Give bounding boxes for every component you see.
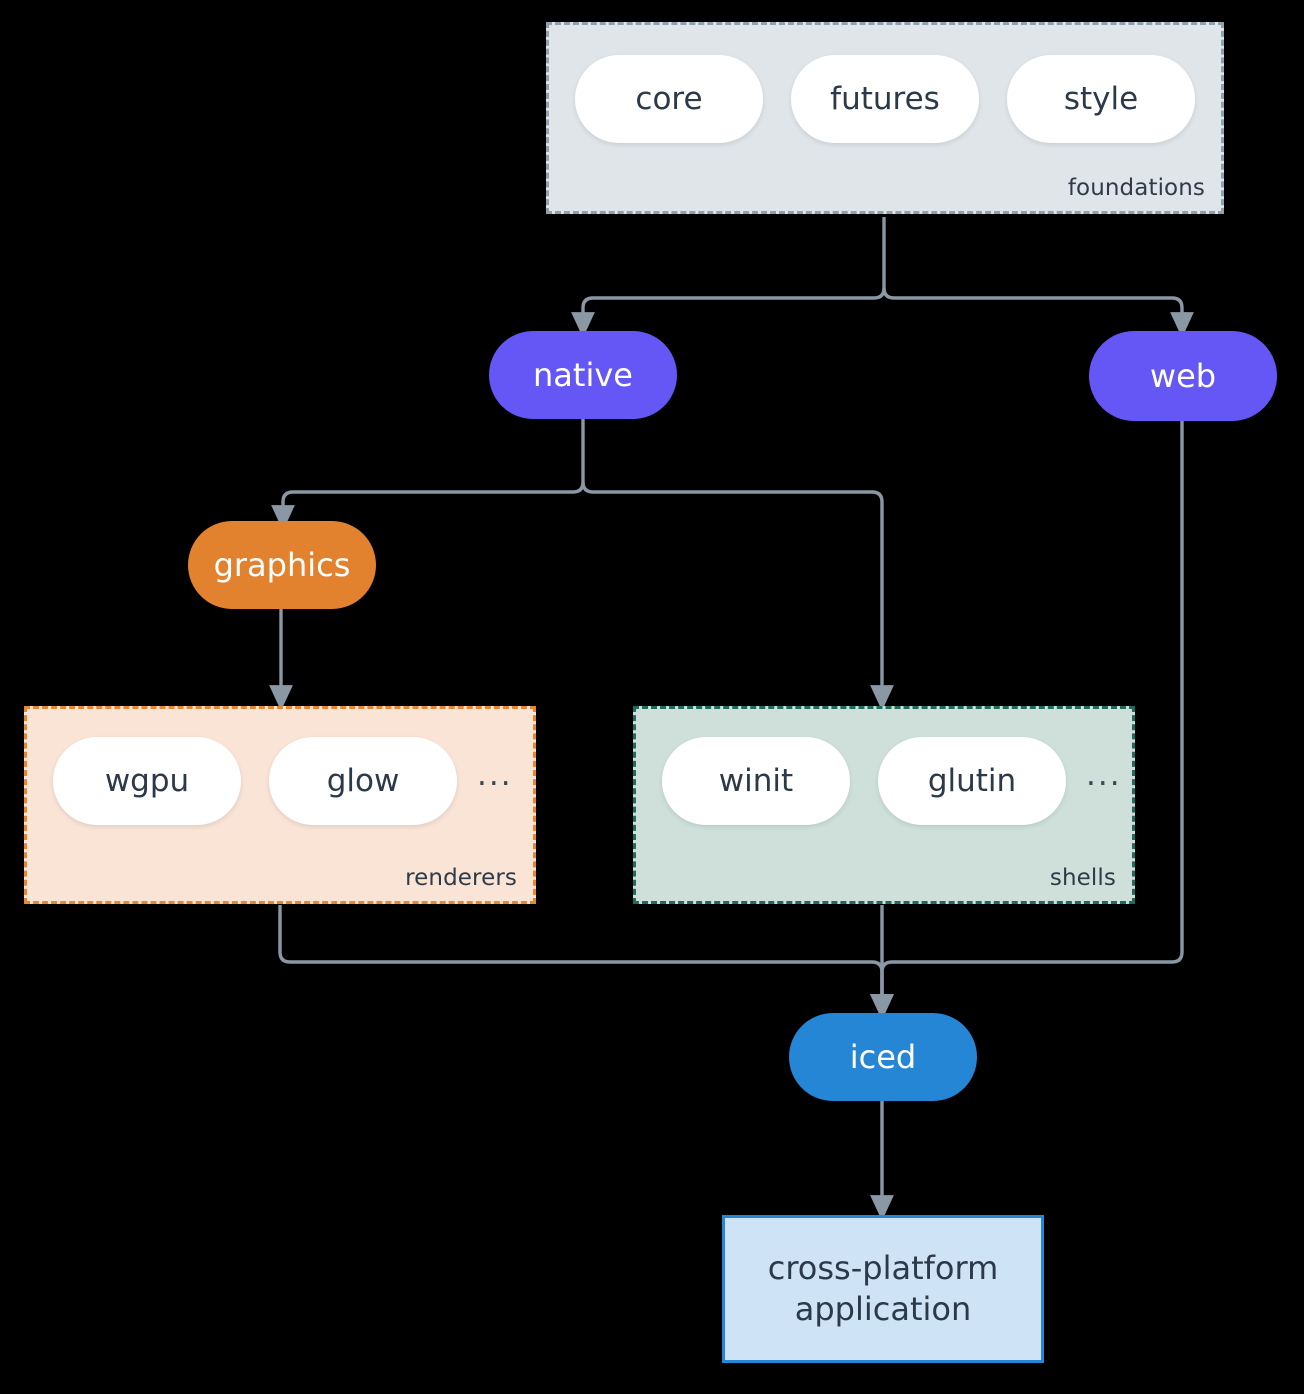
edge-renderers-iced [278,905,894,1020]
node-iced-label: iced [849,1038,917,1076]
renderers-members: wgpu glow ... [53,737,513,825]
group-renderers-label: renderers [405,865,517,891]
group-foundations-label: foundations [1067,175,1205,201]
node-graphics-label: graphics [213,546,351,584]
pill-wgpu[interactable]: wgpu [53,737,241,825]
node-native-label: native [533,356,633,394]
application-line1: cross-platform [767,1249,999,1288]
pill-core[interactable]: core [575,55,763,143]
pill-futures-label: futures [830,81,940,117]
renderers-overflow-ellipsis: ... [477,756,513,793]
foundations-members: core futures style [575,55,1195,143]
pill-style[interactable]: style [1007,55,1195,143]
shells-overflow-ellipsis: ... [1086,756,1122,793]
edge-foundations-web [882,287,1194,338]
group-shells-label: shells [1049,865,1116,891]
group-foundations: core futures style foundations [546,22,1224,214]
pill-glow-label: glow [326,763,400,799]
application-line2: application [794,1290,972,1328]
node-web[interactable]: web [1089,331,1277,421]
pill-winit[interactable]: winit [662,737,850,825]
pill-glow[interactable]: glow [269,737,457,825]
pill-style-label: style [1063,81,1139,117]
node-graphics[interactable]: graphics [188,521,376,609]
node-iced[interactable]: iced [789,1013,977,1101]
node-native[interactable]: native [489,331,677,419]
pill-wgpu-label: wgpu [104,763,190,799]
pill-futures[interactable]: futures [791,55,979,143]
shells-members: winit glutin ... [662,737,1122,825]
edge-native-shells [581,481,894,711]
pill-winit-label: winit [718,763,794,799]
node-application[interactable]: cross-platform application [722,1215,1044,1363]
group-renderers: wgpu glow ... renderers [24,706,536,904]
pill-core-label: core [635,81,703,117]
node-web-label: web [1149,357,1217,395]
group-shells: winit glutin ... shells [633,706,1135,904]
pill-glutin-label: glutin [927,763,1017,799]
pill-glutin[interactable]: glutin [878,737,1066,825]
application-text: cross-platform application [768,1248,998,1330]
edge-foundations-native [571,217,886,338]
edge-native-graphics [271,419,585,531]
